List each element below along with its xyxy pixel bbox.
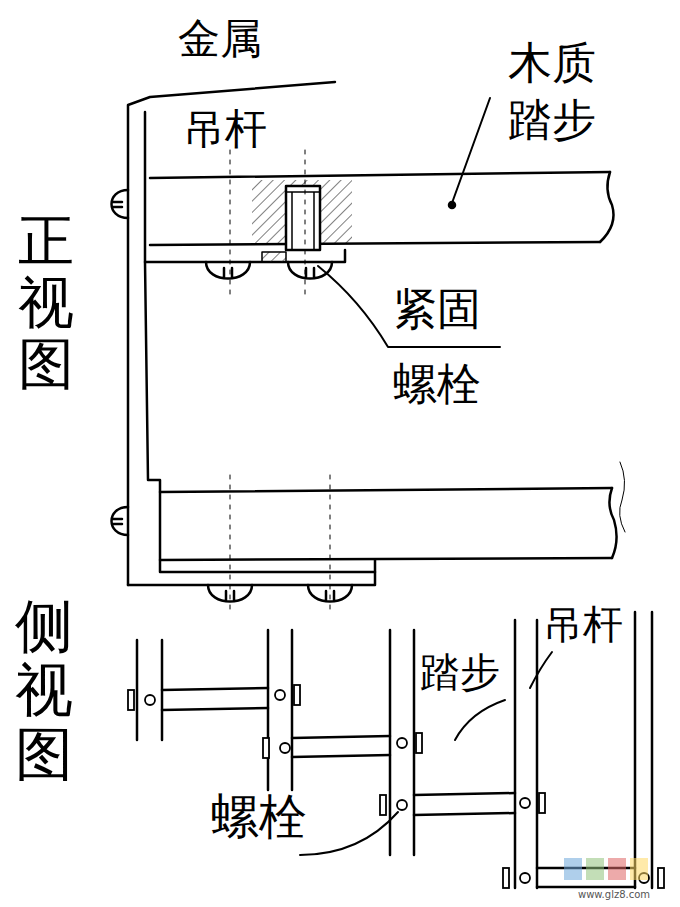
bolt-head — [112, 190, 129, 218]
part-name: 螺栓 — [211, 788, 333, 846]
hanger-rod-section — [286, 186, 320, 250]
leader-line — [455, 700, 505, 740]
logo-square — [564, 858, 582, 880]
bolt-head — [206, 262, 250, 279]
leader-dot — [449, 202, 455, 208]
side-bolts — [128, 685, 664, 888]
logo-square — [586, 858, 604, 880]
bolt — [520, 793, 545, 813]
bolt — [128, 690, 155, 710]
bolt-head — [308, 585, 352, 602]
hanger-rod — [390, 630, 414, 855]
side-view — [137, 612, 652, 888]
bolt — [397, 733, 422, 753]
bolt — [503, 868, 530, 888]
tread — [414, 793, 515, 815]
part-name: 吊杆 — [183, 104, 293, 154]
part-name: 紧固 螺栓 — [393, 272, 505, 422]
bolt-head — [288, 262, 332, 279]
hanger-rod — [268, 630, 292, 790]
bolt — [380, 795, 407, 815]
tread — [162, 688, 268, 710]
bolt — [263, 738, 290, 758]
bolt-head — [112, 507, 129, 535]
tread-break-line — [609, 488, 616, 558]
view-title: 正视图 — [18, 210, 74, 395]
washer — [262, 252, 286, 262]
part-name: 踏步 — [420, 648, 516, 696]
hanger-rod-section — [286, 192, 320, 250]
hanger-rod — [515, 612, 652, 888]
hanger-rod — [137, 640, 162, 740]
view-title: 侧视图 — [15, 595, 73, 786]
bolt — [275, 685, 300, 705]
watermark-logo — [564, 858, 648, 880]
metal-hanger-bottom — [128, 572, 375, 585]
logo-square — [630, 858, 648, 880]
metal-bracket-lower — [145, 262, 375, 572]
bolt-head — [208, 585, 252, 602]
part-name: 木质 踏步 — [508, 34, 626, 148]
tread — [292, 736, 390, 757]
part-name: 吊杆 — [543, 600, 633, 648]
leader-line — [530, 652, 552, 688]
leader-line — [452, 98, 490, 203]
tread-break-line — [600, 172, 614, 242]
part-name: 金属 — [178, 14, 278, 64]
wood-tread-lower — [160, 488, 612, 560]
logo-square — [608, 858, 626, 880]
center-line — [230, 150, 330, 610]
tread-break-line — [620, 462, 625, 532]
watermark: www.glz8.com — [578, 889, 670, 901]
front-view — [112, 82, 626, 610]
wood-tread-top — [150, 172, 610, 245]
leader-line — [300, 812, 398, 855]
